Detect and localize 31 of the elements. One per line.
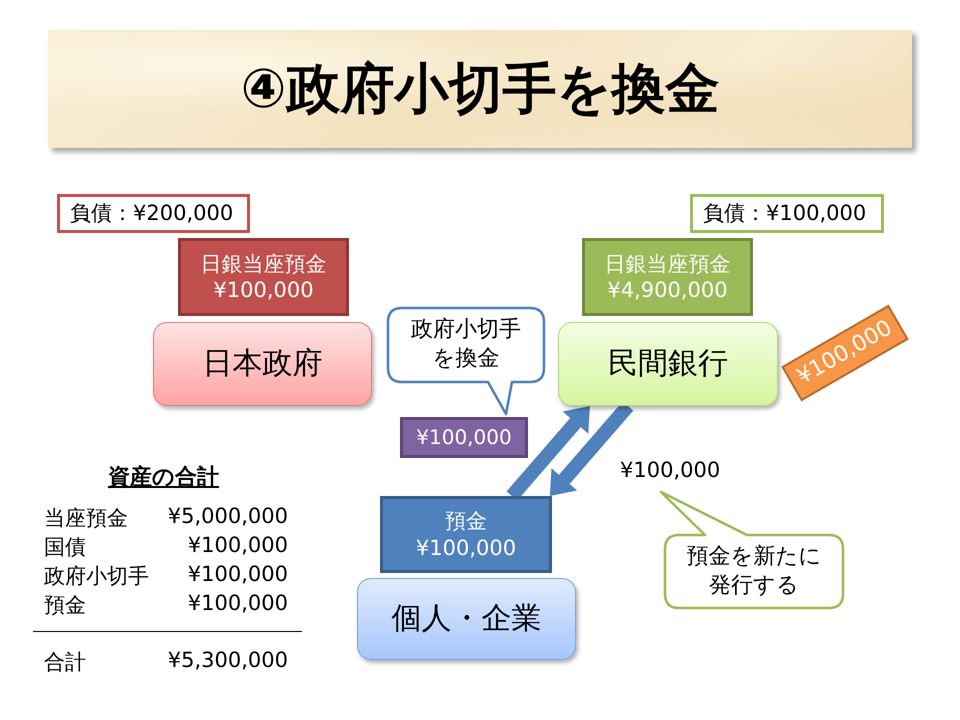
speech-bubble — [658, 490, 846, 610]
callout-text: 政府小切手を換金 — [410, 316, 522, 373]
row-label: 国債 — [44, 534, 86, 561]
account-box — [178, 238, 349, 316]
amount-box: ¥100,000 — [400, 417, 528, 458]
government-box: 日本政府 — [153, 322, 372, 406]
amount: ¥100,000 — [416, 534, 516, 561]
amount: ¥5,000,000 — [168, 504, 288, 528]
household-box: 個人・企業 — [357, 578, 576, 660]
amount: ¥100,000 — [188, 562, 288, 586]
title: ④政府小切手を換金 — [240, 56, 720, 122]
amount: ¥100,000 — [213, 277, 314, 304]
account-name: 預金 — [445, 508, 487, 534]
table-heading: 資産の合計 — [108, 464, 219, 492]
row-label: 政府小切手 — [44, 563, 149, 590]
liability-box: 負債：¥100,000 — [690, 194, 884, 233]
account-box — [582, 238, 753, 316]
row-label: 預金 — [44, 592, 86, 619]
speech-bubble — [386, 306, 546, 416]
account-name: 日銀当座預金 — [604, 250, 730, 277]
bank-box: 民間銀行 — [558, 322, 778, 406]
account-name: 日銀当座預金 — [200, 250, 326, 277]
amount: ¥5,300,000 — [168, 648, 288, 672]
amount: ¥4,900,000 — [607, 277, 728, 304]
liability-box: 負債：¥200,000 — [57, 194, 250, 233]
callout-text: 預金を新たに発行する — [686, 542, 822, 600]
amount: ¥100,000 — [188, 533, 288, 557]
row-label: 合計 — [44, 649, 86, 676]
deposit-box — [380, 496, 552, 573]
amount: ¥100,000 — [188, 591, 288, 615]
row-label: 当座預金 — [44, 505, 128, 532]
